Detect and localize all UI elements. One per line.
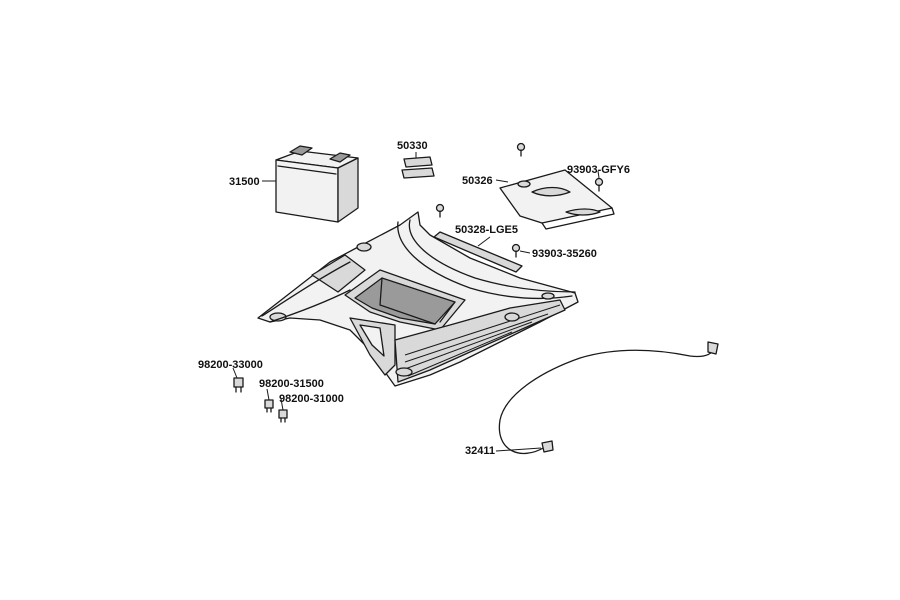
part-label-fuse-15a: 98200-31500 xyxy=(259,378,324,390)
fuse-15a-illustration xyxy=(264,399,274,413)
part-label-strap: 50328-LGE5 xyxy=(455,224,518,236)
battery-cover-illustration xyxy=(499,169,615,230)
part-label-battery-cable: 32411 xyxy=(465,445,495,457)
leader-lines xyxy=(232,152,600,452)
rubber-pads-illustration xyxy=(401,156,435,179)
tapping-screw-illustration xyxy=(511,243,521,258)
battery-cable-illustration xyxy=(498,341,719,455)
part-label-fuse-30a: 98200-33000 xyxy=(198,359,263,371)
floor-screw-illustration xyxy=(435,203,445,218)
battery-illustration xyxy=(275,145,359,223)
fuse-30a-illustration xyxy=(233,377,244,393)
part-label-rubber-pads: 50330 xyxy=(397,140,428,152)
cover-screw-illustration xyxy=(594,177,604,192)
part-label-battery: 31500 xyxy=(229,176,260,188)
part-label-battery-cover: 50326 xyxy=(462,175,493,187)
screw-top-illustration xyxy=(516,142,526,157)
strap-illustration xyxy=(433,231,523,273)
fuse-10a-illustration xyxy=(278,409,288,423)
part-label-cover-screw: 93903-GFY6 xyxy=(567,164,630,176)
part-label-fuse-10a: 98200-31000 xyxy=(279,393,344,405)
floor-panel-illustration xyxy=(257,211,579,387)
part-label-tapping-screw: 93903-35260 xyxy=(532,248,597,260)
